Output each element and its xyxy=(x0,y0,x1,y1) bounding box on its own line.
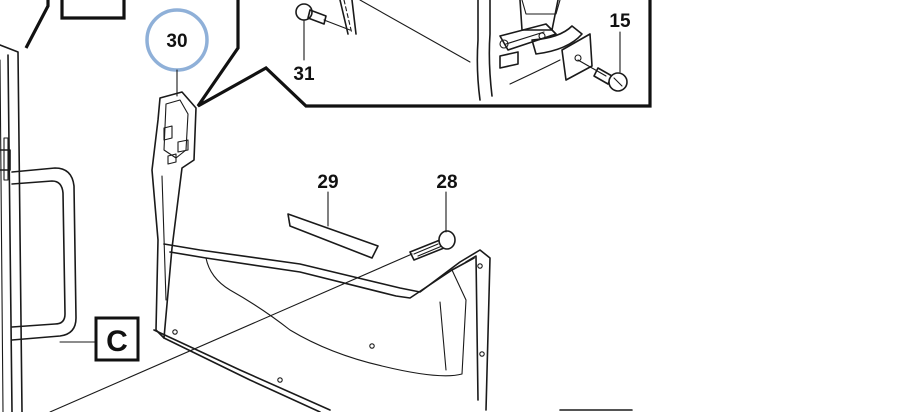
screw-15 xyxy=(577,59,628,92)
callout-15: 15 xyxy=(609,11,631,32)
reference-letter: C xyxy=(106,325,128,358)
callout-28: 28 xyxy=(436,172,457,193)
grab-handle xyxy=(11,167,77,341)
side-panel-30 xyxy=(151,91,197,339)
bolt-axis-line xyxy=(49,253,413,412)
detail-inset-frame xyxy=(196,0,652,108)
lower-trim-panel xyxy=(153,243,491,412)
inset-bracket-plate xyxy=(476,0,583,101)
detail-frame-top-left xyxy=(24,0,126,49)
clip-plate-15 xyxy=(561,33,593,81)
screw-31 xyxy=(295,0,357,35)
cab-door-frame xyxy=(0,44,23,412)
bolt-28 xyxy=(409,230,456,261)
strip-29 xyxy=(287,213,379,259)
callout-31: 31 xyxy=(293,64,315,85)
reference-box-c: C xyxy=(94,316,140,362)
callout-30: 30 xyxy=(166,31,187,52)
inset-rod xyxy=(359,0,471,63)
callout-29: 29 xyxy=(317,172,338,193)
